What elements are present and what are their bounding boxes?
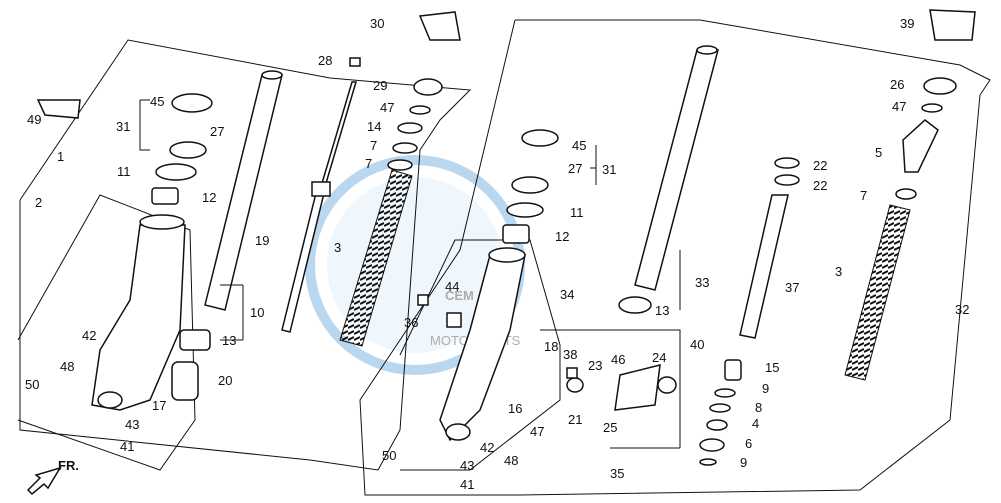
callout-r36: 36 — [404, 315, 418, 330]
callout-r45: 45 — [572, 138, 586, 153]
callout-7a: 7 — [370, 138, 377, 153]
callout-r13: 13 — [655, 303, 669, 318]
callout-r40: 40 — [690, 337, 704, 352]
right-outer-tube — [618, 45, 719, 314]
right-damper-rod — [739, 157, 800, 339]
callout-r7: 7 — [860, 188, 867, 203]
callout-r26: 26 — [890, 77, 904, 92]
callout-10: 10 — [250, 305, 264, 320]
callout-r15: 15 — [765, 360, 779, 375]
callout-17: 17 — [152, 398, 166, 413]
callout-20: 20 — [218, 373, 232, 388]
callout-1: 1 — [57, 149, 64, 164]
callout-42: 42 — [82, 328, 96, 343]
callout-r32: 32 — [955, 302, 969, 317]
callout-r24: 24 — [652, 350, 666, 365]
callout-50: 50 — [25, 377, 39, 392]
callout-31: 31 — [116, 119, 130, 134]
callout-r48: 48 — [504, 453, 518, 468]
callout-30: 30 — [370, 16, 384, 31]
callout-r37: 37 — [785, 280, 799, 295]
callout-r23: 23 — [588, 358, 602, 373]
leader-lines — [139, 99, 681, 449]
callout-r9b: 9 — [740, 455, 747, 470]
callout-28: 28 — [318, 53, 332, 68]
callout-49: 49 — [27, 112, 41, 127]
callout-r42: 42 — [480, 440, 494, 455]
callout-19: 19 — [255, 233, 269, 248]
front-direction-arrow: FR. — [26, 458, 79, 496]
callout-45: 45 — [150, 94, 164, 109]
callout-29: 29 — [373, 78, 387, 93]
left-spring — [339, 169, 413, 347]
left-fork-outline — [19, 39, 472, 471]
callout-r31: 31 — [602, 162, 616, 177]
watermark-brand: CEM — [445, 288, 474, 303]
callout-r50: 50 — [382, 448, 396, 463]
callout-r38: 38 — [563, 347, 577, 362]
left-top-parts — [36, 11, 461, 205]
callout-48: 48 — [60, 359, 74, 374]
callout-r34: 34 — [560, 287, 574, 302]
callout-3: 3 — [334, 240, 341, 255]
callout-13: 13 — [222, 333, 236, 348]
left-fork-leg — [91, 214, 186, 411]
callout-r41: 41 — [460, 477, 474, 492]
callout-r44: 44 — [445, 279, 459, 294]
callout-12: 12 — [202, 190, 216, 205]
right-spring — [844, 204, 911, 381]
callout-r39: 39 — [900, 16, 914, 31]
callout-r5: 5 — [875, 145, 882, 160]
callout-r27: 27 — [568, 161, 582, 176]
left-callouts: 1 2 3 7 7 10 11 12 13 14 17 19 20 27 28 … — [25, 16, 394, 454]
callout-r33: 33 — [695, 275, 709, 290]
callout-47: 47 — [380, 100, 394, 115]
right-top-parts — [502, 9, 976, 244]
right-callouts: 3 4 5 6 7 8 9 9 11 12 13 15 16 18 21 22 … — [382, 16, 969, 492]
callout-r4: 4 — [752, 416, 759, 431]
callout-r22a: 22 — [813, 158, 827, 173]
callout-r12: 12 — [555, 229, 569, 244]
direction-label: FR. — [58, 458, 79, 473]
callout-r9a: 9 — [762, 381, 769, 396]
right-fork-outline — [359, 19, 991, 496]
callout-r8: 8 — [755, 400, 762, 415]
callout-r47b: 47 — [530, 424, 544, 439]
callout-r6: 6 — [745, 436, 752, 451]
callout-r18: 18 — [544, 339, 558, 354]
callout-r11: 11 — [570, 205, 584, 220]
callout-43: 43 — [125, 417, 139, 432]
callout-r21: 21 — [568, 412, 582, 427]
callout-r16: 16 — [508, 401, 522, 416]
callout-r46: 46 — [611, 352, 625, 367]
callout-11: 11 — [117, 164, 131, 179]
callout-7b: 7 — [365, 156, 372, 171]
left-damper-rod — [281, 81, 358, 333]
callout-r43: 43 — [460, 458, 474, 473]
callout-r22b: 22 — [813, 178, 827, 193]
callout-r47: 47 — [892, 99, 906, 114]
callout-r3: 3 — [835, 264, 842, 279]
left-outer-tube-19 — [171, 70, 283, 401]
right-damper-parts — [417, 294, 742, 466]
callout-27: 27 — [210, 124, 224, 139]
callout-14: 14 — [367, 119, 381, 134]
callout-r35: 35 — [610, 466, 624, 481]
callout-2: 2 — [35, 195, 42, 210]
callout-41: 41 — [120, 439, 134, 454]
right-fork-leg — [439, 247, 526, 442]
callout-r25: 25 — [603, 420, 617, 435]
